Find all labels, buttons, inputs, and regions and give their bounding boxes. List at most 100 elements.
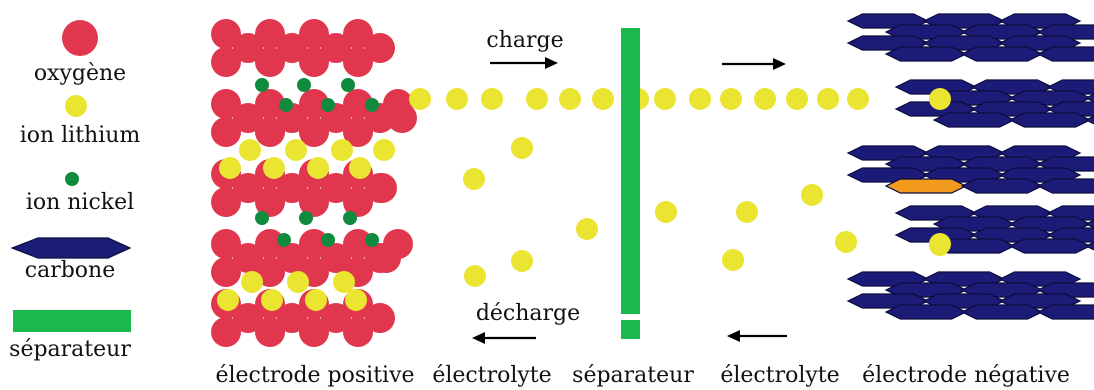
- nickel-ion: [321, 233, 335, 247]
- oxygen-atom: [255, 47, 285, 77]
- oxygen-atom: [299, 89, 329, 119]
- oxygen-atom: [343, 187, 373, 217]
- nickel-ion: [279, 98, 293, 112]
- carbon-sheet: [1036, 46, 1094, 62]
- carbon-sheet: [960, 46, 1044, 62]
- oxygen-atom: [299, 47, 329, 77]
- nickel-ion: [277, 233, 291, 247]
- separator-bar-lower: [621, 320, 640, 339]
- decharge-label: décharge: [476, 301, 580, 326]
- legend-nickel-label: ion nickel: [26, 190, 134, 215]
- legend-separator-label: séparateur: [9, 337, 131, 362]
- carbon-sheet: [1084, 219, 1094, 229]
- legend-separator-icon: [13, 310, 131, 332]
- oxygen-atom: [211, 317, 241, 347]
- oxygen-atom: [233, 33, 263, 63]
- lithium-ion: [219, 157, 241, 179]
- oxygen-atom: [277, 173, 307, 203]
- lithium-ions: [409, 88, 951, 287]
- oxide-layer: [211, 89, 413, 147]
- region-labels: électrode positive électrolyte séparateu…: [215, 363, 1069, 388]
- arrows: charge décharge: [472, 28, 787, 344]
- oxygen-atom: [343, 19, 373, 49]
- lithium-ion: [786, 88, 808, 110]
- lithium-ion: [285, 139, 307, 161]
- nickel-ion: [255, 78, 269, 92]
- carbon-sheet: [1036, 178, 1094, 194]
- lithium-ion: [481, 88, 503, 110]
- lithium-ion: [511, 250, 533, 272]
- oxygen-atom: [277, 33, 307, 63]
- oxygen-atom: [321, 243, 351, 273]
- oxygen-atom: [211, 229, 241, 259]
- carbon-sheet: [1084, 241, 1094, 251]
- oxygen-atom: [233, 243, 263, 273]
- oxygen-atom: [255, 187, 285, 217]
- oxygen-atom: [255, 89, 285, 119]
- oxygen-atom: [255, 117, 285, 147]
- graphite-stack: [894, 205, 1094, 254]
- legend-oxygen-icon: [62, 20, 98, 56]
- oxygen-atom: [255, 19, 285, 49]
- carbon-sheet: [1008, 238, 1092, 254]
- nickel-ion: [321, 98, 335, 112]
- lithium-ion: [463, 168, 485, 190]
- separator-label: séparateur: [572, 363, 694, 388]
- lithium-ion: [929, 88, 951, 110]
- oxygen-atom: [321, 173, 351, 203]
- lithium-ion: [409, 88, 431, 110]
- graphite-stack: [846, 271, 1094, 320]
- nickel-ion: [365, 233, 379, 247]
- lithium-ion: [239, 139, 261, 161]
- oxygen-atom: [343, 317, 373, 347]
- decharge-arrow-left: [472, 332, 536, 344]
- lithium-ion: [446, 88, 468, 110]
- oxygen-atom: [211, 117, 241, 147]
- negative-electrode: [846, 13, 1094, 320]
- oxygen-atom: [321, 33, 351, 63]
- lithium-ion: [722, 249, 744, 271]
- lithium-ion: [736, 201, 758, 223]
- lithium-ion: [654, 88, 676, 110]
- lithium-ion: [263, 157, 285, 179]
- lithium-ion: [526, 88, 548, 110]
- carbon-sheet: [932, 112, 1016, 128]
- carbon-sheet: [1084, 93, 1094, 103]
- oxygen-atom: [255, 317, 285, 347]
- oxygen-atom: [233, 173, 263, 203]
- lithium-ion: [241, 271, 263, 293]
- oxygen-atom: [211, 89, 241, 119]
- oxygen-atom: [211, 187, 241, 217]
- lithium-ion: [305, 289, 327, 311]
- lithium-ion: [847, 88, 869, 110]
- lithium-ion: [373, 139, 395, 161]
- legend-nickel-icon: [65, 172, 79, 186]
- oxygen-atom: [371, 243, 401, 273]
- lithium-ion: [331, 139, 353, 161]
- negative-electrode-label: électrode négative: [862, 363, 1070, 388]
- legend-lithium-icon: [65, 95, 87, 117]
- lithium-ion: [559, 88, 581, 110]
- lithium-ion: [592, 88, 614, 110]
- legend-carbon-icon: [10, 237, 132, 259]
- oxygen-atom: [277, 303, 307, 333]
- oxygen-atom: [299, 19, 329, 49]
- lithium-ion: [349, 157, 371, 179]
- lithium-ion: [345, 289, 367, 311]
- oxygen-atom: [343, 89, 373, 119]
- oxygen-atom: [211, 257, 241, 287]
- lithium-ion: [835, 231, 857, 253]
- lithium-ion: [307, 157, 329, 179]
- lithium-ion: [217, 289, 239, 311]
- lithium-ion: [333, 271, 355, 293]
- separator: [621, 28, 640, 339]
- oxygen-atom: [211, 19, 241, 49]
- lithium-ion: [801, 184, 823, 206]
- graphite-stack: [846, 13, 1094, 62]
- oxide-layer: [211, 229, 413, 287]
- lithium-ion: [754, 88, 776, 110]
- carbon-sheet: [884, 304, 968, 320]
- carbon-sheet: [1036, 304, 1094, 320]
- nickel-ion: [297, 78, 311, 92]
- positive-electrode-label: électrode positive: [215, 363, 414, 388]
